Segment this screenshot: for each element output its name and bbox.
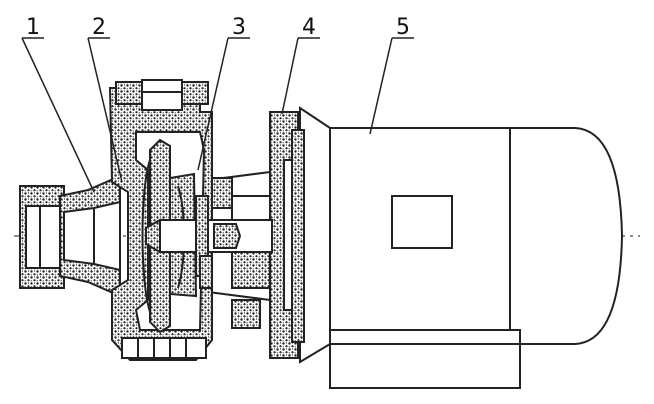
leader-line-5-arm (369, 37, 393, 135)
leader-lines (21, 37, 414, 193)
callout-3: 3 (232, 15, 246, 40)
callout-4: 4 (302, 15, 316, 40)
callout-1: 1 (26, 15, 40, 40)
callout-2: 2 (92, 15, 106, 40)
motor-flange (269, 111, 305, 359)
callout-5: 5 (396, 15, 410, 40)
leader-line-1-arm (21, 37, 95, 193)
outlet-flange (115, 81, 209, 105)
bottom-bolts (121, 337, 207, 359)
leader-line-2-arm (87, 37, 123, 183)
leader-line-4-arm (281, 37, 299, 115)
inlet-connection (19, 174, 121, 298)
seal (195, 195, 213, 289)
shaft (145, 218, 273, 254)
leader-line-3-arm (197, 37, 229, 171)
bracket (205, 170, 271, 329)
motor (299, 106, 624, 389)
terminal-box (391, 195, 453, 249)
